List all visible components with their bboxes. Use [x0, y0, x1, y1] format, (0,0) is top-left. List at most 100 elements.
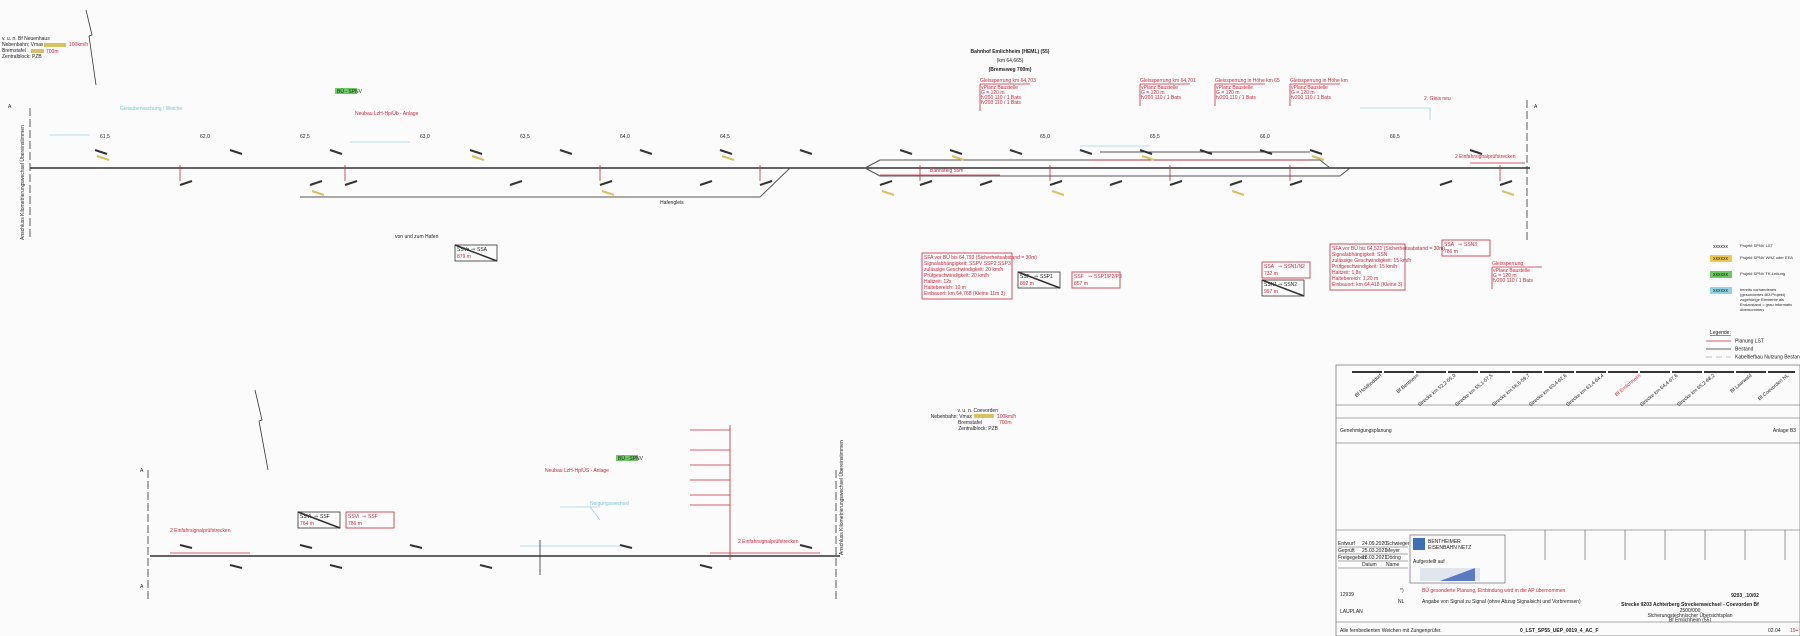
- entry-signal-label: 2 Einfahrsignalprüfstrecken: [170, 528, 231, 534]
- speed-note-line: vPlanz Baustelle: [1216, 85, 1253, 91]
- info-line: Signalabhängigkeit: SSN: [1332, 252, 1388, 258]
- signal-icon: [1499, 180, 1513, 186]
- signal-icon: [919, 180, 933, 186]
- speed-note-line: G = 120 m: [1493, 273, 1516, 279]
- signal-icon: [979, 180, 993, 186]
- signal-icon: [1259, 149, 1273, 155]
- notes: *) BÜ gesonderte Planung, Einbindung wir…: [1340, 587, 1581, 634]
- info-line: SFA vor BÜ bis 64,793 (Sicherheitsabstan…: [924, 254, 1037, 261]
- info-box: SFA vor BÜ bis 64,521 (Sicherheitsabstan…: [1329, 243, 1445, 291]
- route-to: SSN1/N2: [1284, 264, 1305, 270]
- info-line: Einbauort: km 64,418 (Kleine 3): [1332, 282, 1403, 288]
- section-marker-a: A: [140, 584, 144, 590]
- speed-note-title: Gleissperrung in Höhe km: [1290, 78, 1348, 84]
- signal-icon: [229, 149, 243, 155]
- signal-icon: [639, 149, 653, 155]
- info-line: Nebenbahn; Vmax: [931, 414, 973, 420]
- signal-icon: [1169, 180, 1183, 186]
- speed-note-line: G = 120 m: [1216, 90, 1239, 96]
- legend-label-box: Projekt SPNV WHZ oder EEA: [1740, 255, 1793, 260]
- signal-icon: [799, 149, 813, 155]
- index-number: 12939: [1340, 592, 1354, 598]
- info-line: zulässige Geschwindigkeit: 20 km/h: [924, 267, 1003, 273]
- station-braking-distance: (Bremsweg 700m): [989, 67, 1032, 73]
- section-marker-a: A: [140, 468, 144, 474]
- info-line: Haltzeit: 1,8s: [1332, 270, 1361, 276]
- sheet-number: 02.04: [1768, 628, 1781, 634]
- junction-label: Anschluss Kilometrierungswechsel Überein…: [19, 125, 26, 240]
- info-line: Einbauort: km 64,768 (Kleine 11m 3): [924, 291, 1005, 297]
- speed-note-line: fv200 110 / 1 Bats: [1291, 95, 1331, 101]
- company-logo: [1440, 568, 1475, 581]
- signal-icon: [1439, 180, 1453, 186]
- bottom-track-layout: [147, 425, 840, 600]
- harbour-track-label: Hafengleis: [660, 200, 684, 206]
- route-to: SSN3: [1464, 242, 1477, 248]
- route-from: SSN1: [1264, 282, 1277, 288]
- signal-icon: [1141, 155, 1155, 161]
- route-distance: 892 m: [1020, 281, 1034, 287]
- route-arrow: ⇒: [314, 514, 318, 520]
- speed-note-line: vPlanz Baustelle: [1493, 268, 1530, 274]
- signal-icon: [599, 180, 613, 186]
- route-to: SSA: [477, 247, 488, 253]
- route-to: SSP1: [1040, 274, 1053, 280]
- annex-label: Anlage B3: [1773, 428, 1796, 434]
- company-name: EISENBAHN NETZ: [1428, 545, 1471, 551]
- note-star: *): [1400, 588, 1404, 594]
- route-from: SSVi: [300, 514, 311, 520]
- route-arrow: ⇒: [1034, 274, 1038, 280]
- route-distance: 732 m: [1264, 271, 1278, 277]
- signal-icon: [469, 149, 483, 155]
- strip-station: Bf Holdhoddorf: [1354, 373, 1384, 399]
- signal-icon: [344, 180, 358, 186]
- strip-station: Strecke km 55,1-57,5: [1454, 373, 1494, 408]
- signal-icon: [179, 544, 193, 549]
- signal-icon: [1009, 149, 1023, 155]
- station-km: (km 64,665): [997, 58, 1024, 64]
- break-line-icon: [85, 9, 97, 86]
- signal-icon: [1501, 190, 1515, 196]
- route-from: SSA: [1444, 242, 1455, 248]
- km-mark: 61,5: [100, 134, 110, 140]
- legend-swatch: [1710, 287, 1732, 294]
- section-marker-a: A: [1534, 104, 1538, 110]
- tb-row-name: Meyer: [1386, 548, 1400, 554]
- route-distance: 786 m: [348, 521, 362, 527]
- route-from: SSVa: [457, 247, 470, 253]
- tb-row-date: 18.03.2021: [1362, 555, 1387, 561]
- speed-note-line: fv200 110 / 1 Bats: [981, 100, 1021, 106]
- signal-icon: [1199, 149, 1213, 155]
- signal-icon: [1139, 149, 1153, 155]
- info-box: SFA vor BÜ bis 64,793 (Sicherheitsabstan…: [921, 252, 1037, 300]
- info-line: v. u. n. Coevorden: [958, 408, 999, 414]
- route-arrow: ⇒: [471, 247, 475, 253]
- info-line: Signalabhängigkeit: SSPV SSP2 SSP3: [924, 261, 1011, 267]
- info-line: zulässige Geschwindigkeit: 15 km/h: [1332, 258, 1411, 264]
- tb-row-label: Freigegeben: [1338, 555, 1366, 561]
- info-line: Prüfgeschwindigkeit: 20 km/h: [924, 273, 989, 279]
- legend-label: Projekt SPNV LST: [1740, 243, 1773, 248]
- signal-icon: [601, 190, 615, 196]
- info-line: v. u. n. Bf Neuenhaus: [2, 36, 50, 42]
- km-mark: 63,0: [420, 134, 430, 140]
- title-block: Genehmigungsplanung Anlage B3 BENTHEIMER…: [1335, 364, 1800, 636]
- break-line-icon: [254, 389, 269, 471]
- plan-phase: Genehmigungsplanung: [1340, 428, 1392, 434]
- project-title: Strecke 9203 Achterberg Streckenwechsel …: [1621, 602, 1759, 608]
- signal-icon: [1231, 190, 1245, 196]
- signal-icon: [559, 149, 573, 155]
- strip-station: Bf Bentheim: [1396, 373, 1421, 395]
- legend-label-box: Projekt SPNV LST: [1740, 243, 1773, 248]
